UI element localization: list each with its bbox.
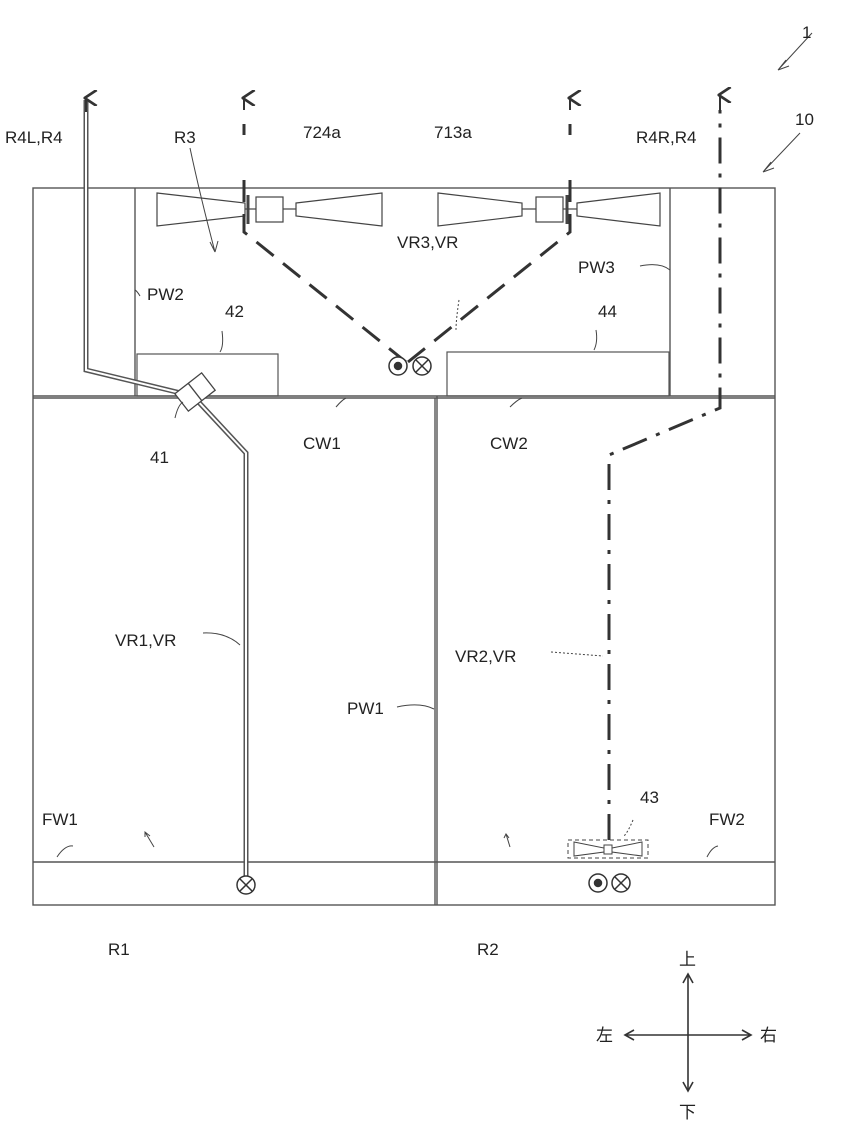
into-page-symbol-vr1 [237, 876, 255, 894]
ventilation-route-vr1 [86, 98, 246, 880]
label-pw2: PW2 [147, 285, 184, 304]
fan-713a [438, 193, 660, 226]
label-r4l: R4L,R4 [5, 128, 63, 147]
label-fan-713a: 713a [434, 123, 472, 142]
label-44: 44 [598, 302, 617, 321]
ventilation-route-vr2 [609, 110, 720, 840]
label-pw3: PW3 [578, 258, 615, 277]
label-cw1: CW1 [303, 434, 341, 453]
direction-right-label: 右 [760, 1026, 777, 1046]
label-r1: R1 [108, 940, 130, 959]
label-43: 43 [640, 788, 659, 807]
labels: 1 10 R4L,R4 R3 724a 713a R4R,R4 VR3,VR P… [5, 23, 814, 959]
housing-outline [33, 188, 775, 905]
out-of-page-symbol-vr2 [589, 874, 607, 892]
flow-symbols [237, 357, 630, 894]
direction-compass: 上 下 左 右 [596, 950, 777, 1123]
ventilation-route-vr3 [244, 180, 570, 362]
label-vr3: VR3,VR [397, 233, 458, 252]
label-vr2: VR2,VR [455, 647, 516, 666]
label-housing-10: 10 [795, 110, 814, 129]
label-r4r: R4R,R4 [636, 128, 696, 147]
label-r2: R2 [477, 940, 499, 959]
label-41: 41 [150, 448, 169, 467]
partition-walls [135, 188, 670, 905]
component-44 [447, 352, 669, 396]
label-r3: R3 [174, 128, 196, 147]
label-fw2: FW2 [709, 810, 745, 829]
vr3-arrows [244, 98, 570, 135]
label-42: 42 [225, 302, 244, 321]
label-cw2: CW2 [490, 434, 528, 453]
direction-down-label: 下 [679, 1103, 696, 1123]
direction-left-label: 左 [596, 1026, 613, 1046]
label-fw1: FW1 [42, 810, 78, 829]
fan-43 [568, 840, 648, 858]
damper-41 [175, 373, 215, 411]
label-fan-724a: 724a [303, 123, 341, 142]
direction-up-label: 上 [679, 950, 696, 970]
label-vr1: VR1,VR [115, 631, 176, 650]
label-fig-ref: 1 [802, 23, 811, 42]
fan-724a [157, 193, 382, 226]
label-pw1: PW1 [347, 699, 384, 718]
into-page-symbol-vr2 [612, 874, 630, 892]
out-of-page-symbol-vr3 [389, 357, 407, 375]
into-page-symbol-vr3 [413, 357, 431, 375]
